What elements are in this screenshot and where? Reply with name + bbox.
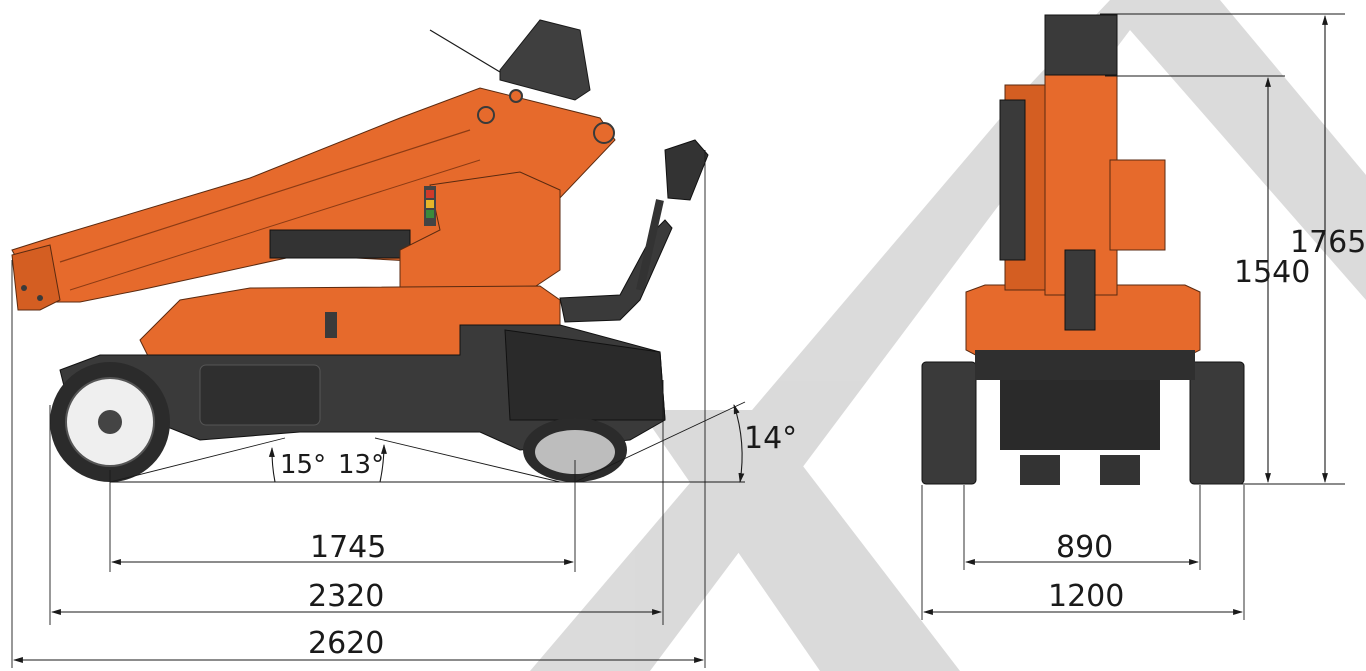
front-wheel: [523, 418, 627, 482]
departure-angle: 14°: [744, 421, 797, 456]
wheelbase-dimension: 1745: [310, 530, 386, 565]
stowed-height-dimension: 1540: [1234, 255, 1310, 290]
control-handle: [559, 139, 709, 323]
body-length-dimension: 2320: [308, 579, 384, 614]
left-tire: [921, 361, 977, 485]
approach-angle: 15°: [280, 450, 326, 480]
side-view: 15° 13° 14° 1745 2320 2620: [11, 19, 797, 668]
track-width-dimension: 890: [1056, 530, 1113, 565]
overall-height-dimension: 1765: [1290, 225, 1366, 260]
right-tire: [1189, 361, 1245, 485]
rear-wheel: [50, 362, 170, 482]
front-view: 1765 1540 890 1200: [921, 13, 1366, 620]
overall-width-dimension: 1200: [1048, 579, 1124, 614]
ramp-angle: 13°: [338, 450, 384, 480]
overall-length-dimension: 2620: [308, 626, 384, 661]
hydraulic-cylinder: [269, 229, 411, 259]
watermark: [530, 0, 1366, 671]
